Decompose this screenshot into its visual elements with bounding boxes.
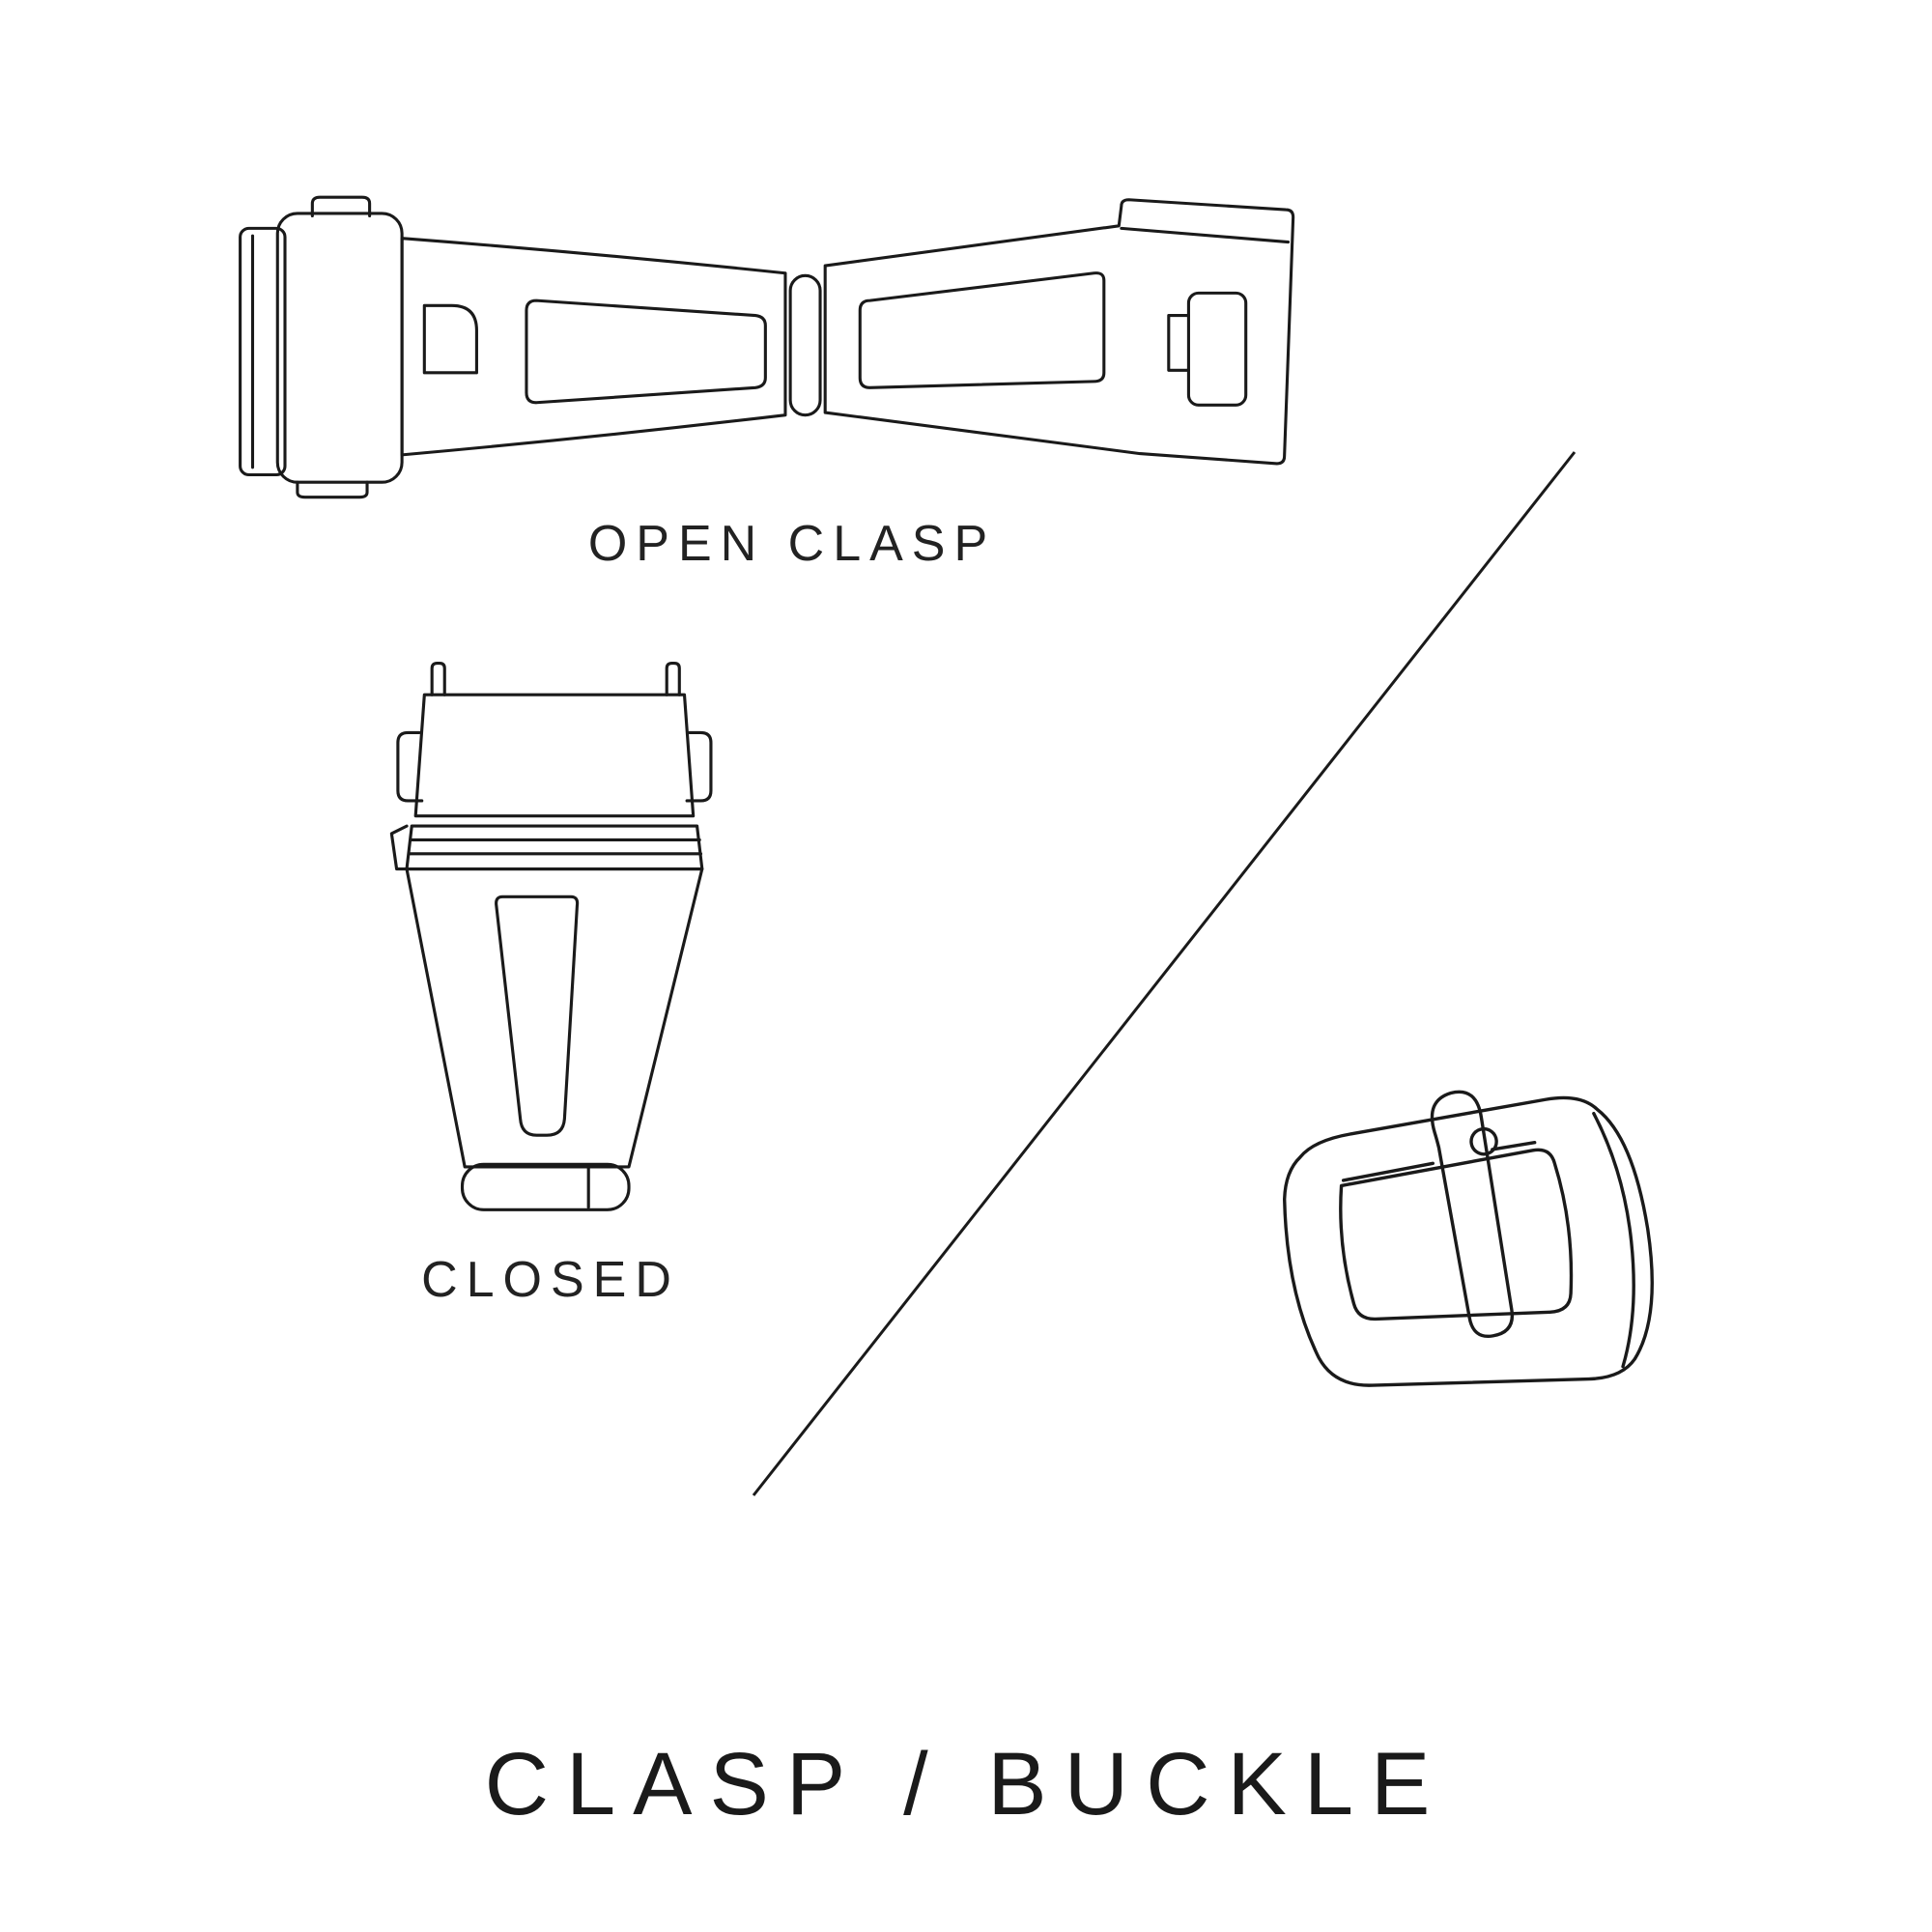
open-clasp-illustration bbox=[239, 195, 1295, 499]
closed-clasp-illustration bbox=[389, 661, 713, 1211]
buckle-illustration bbox=[1282, 1090, 1654, 1387]
closed-clasp-label: CLOSED bbox=[421, 1252, 680, 1308]
open-clasp-label: OPEN CLASP bbox=[587, 516, 997, 572]
page-title: CLASP / BUCKLE bbox=[484, 1735, 1448, 1833]
